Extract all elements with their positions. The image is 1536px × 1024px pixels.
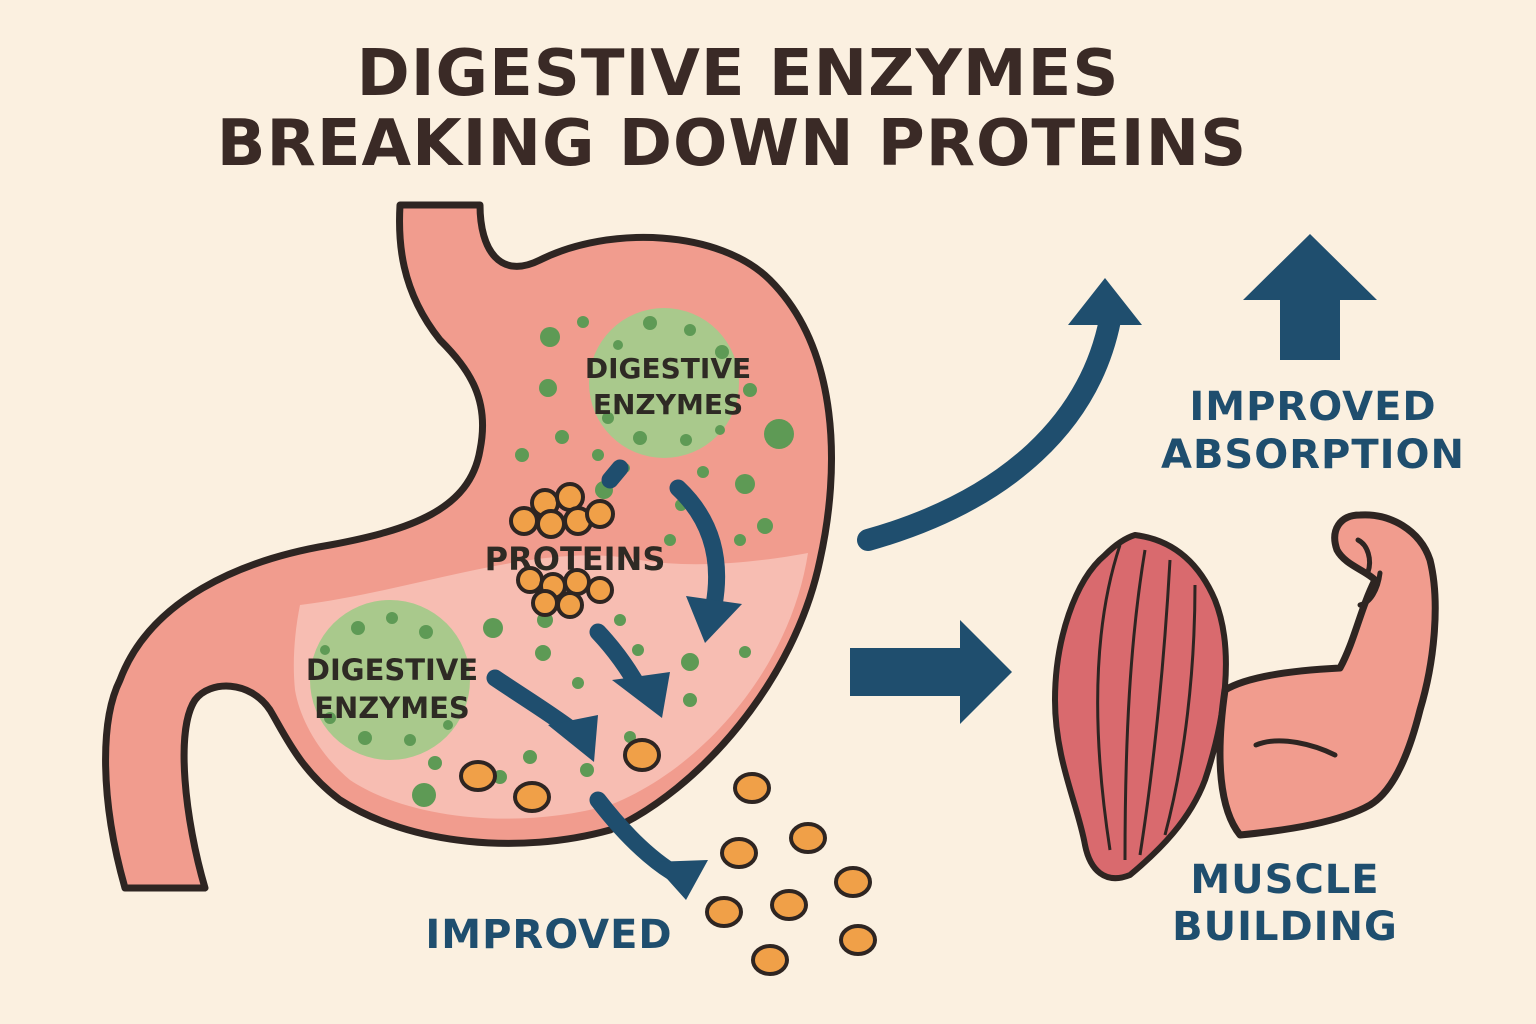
enzyme-circle-icon [589,308,739,458]
amino-acid-icon [720,837,758,869]
amino-acid-icon [513,781,551,813]
enzyme-circle-top: DIGESTIVE ENZYMES [585,308,751,458]
improved-label: IMPROVED [425,912,672,958]
enzyme-circle-icon [310,600,470,760]
amino-acid-icon [770,889,808,921]
amino-acid-icon [705,896,743,928]
flow-arrow-icon [669,479,726,614]
enzymes-bottom-label-2: ENZYMES [314,691,470,725]
enzymes-top-label-2: ENZYMES [593,388,743,421]
amino-acid-icon [623,738,661,772]
amino-acid-icon [459,760,497,792]
flow-arrowheads [548,596,742,900]
amino-acid-icon [733,772,771,804]
muscle-label-2: BUILDING [1172,904,1398,950]
absorption-label-2: ABSORPTION [1161,432,1465,478]
proteins-label: PROTEINS [485,540,666,578]
title: DIGESTIVE ENZYMES BREAKING DOWN PROTEINS [217,37,1248,181]
flexed-arm-icon [1216,511,1439,839]
muscle-icon [1052,532,1229,882]
enzyme-dots [412,316,794,807]
absorption-curve-arrow-icon [857,278,1142,551]
muscle-label-1: MUSCLE [1190,857,1379,903]
flow-arrow-icon [601,459,629,489]
amino-acid-icon [834,866,872,898]
title-line-2: BREAKING DOWN PROTEINS [217,107,1248,181]
enzymes-top-label-1: DIGESTIVE [585,352,751,385]
absorption-label-1: IMPROVED [1189,384,1436,430]
enzymes-bottom-label-1: DIGESTIVE [306,653,478,687]
title-line-1: DIGESTIVE ENZYMES [357,37,1120,111]
amino-acid-icon [839,924,877,956]
amino-acids [459,738,877,976]
amino-acid-icon [751,944,789,976]
amino-acid-icon [789,822,827,854]
right-arrow-icon [850,620,1012,724]
protein-cluster-icon [509,482,615,619]
up-arrow-icon [1243,234,1377,360]
enzyme-circle-bottom: DIGESTIVE ENZYMES [306,600,478,760]
